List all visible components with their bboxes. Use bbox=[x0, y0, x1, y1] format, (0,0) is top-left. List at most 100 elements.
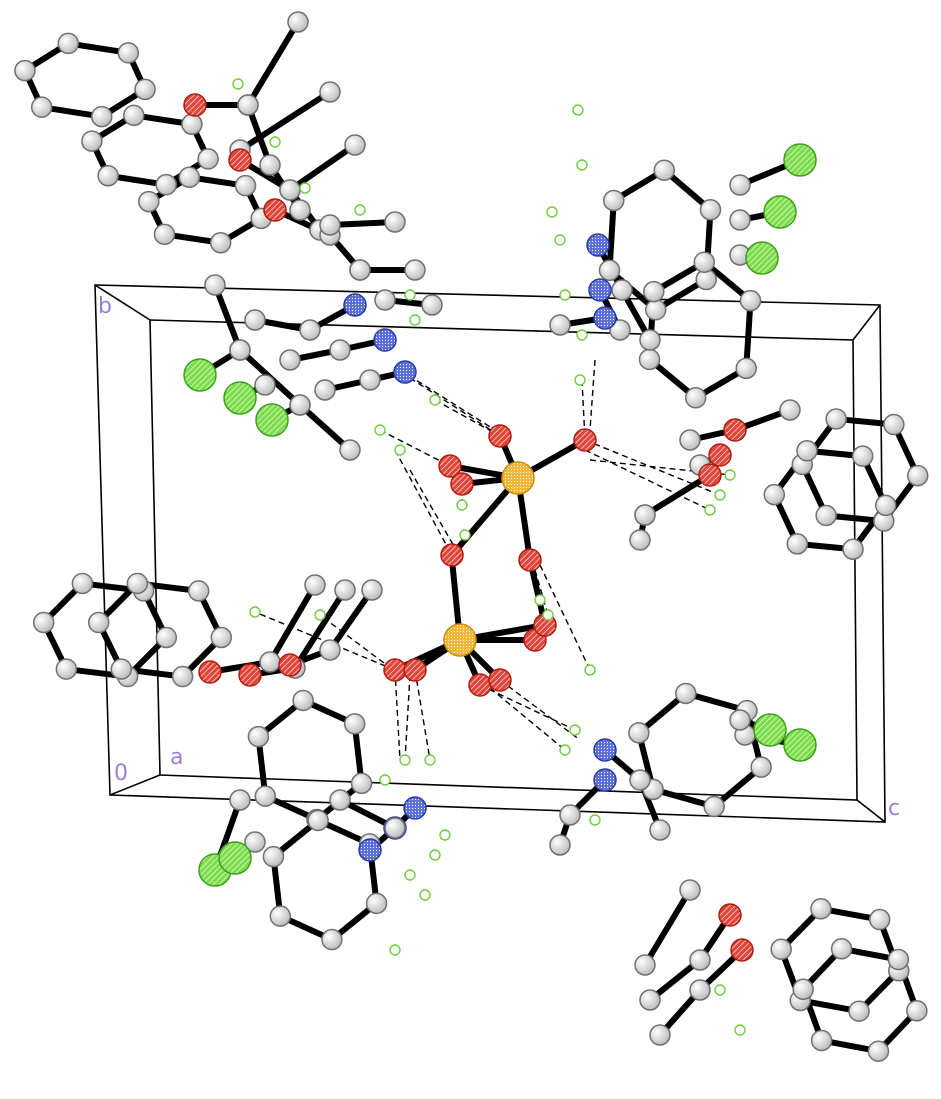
carbon-atom bbox=[349, 259, 371, 281]
oxygen-atom bbox=[263, 198, 287, 222]
hydrogen-atom bbox=[374, 424, 386, 436]
sulfur-atom bbox=[443, 623, 477, 657]
carbon-atom bbox=[729, 174, 751, 196]
chlorine-atom bbox=[783, 728, 817, 762]
carbon-atom bbox=[609, 319, 631, 341]
carbon-atom bbox=[735, 357, 757, 380]
hydrogen-atom bbox=[429, 849, 441, 861]
hydrogen-bond bbox=[319, 614, 401, 676]
axis-labels: b 0 a c bbox=[98, 294, 900, 821]
carbon-atom bbox=[254, 374, 276, 396]
carbon-atom bbox=[729, 209, 751, 231]
carbon-atom bbox=[234, 174, 257, 197]
carbon-atom bbox=[598, 259, 621, 282]
carbon-atom bbox=[314, 379, 336, 401]
carbon-atom bbox=[339, 439, 361, 461]
nitrogen-atom bbox=[593, 306, 617, 330]
hydrogen-atom bbox=[724, 469, 736, 481]
carbon-atom bbox=[187, 580, 210, 602]
unit-cell-edge-tl bbox=[94, 284, 151, 321]
hydrogen-bond bbox=[404, 674, 411, 761]
chlorine-atom bbox=[753, 713, 787, 747]
carbon-atom bbox=[848, 1000, 870, 1022]
carbon-atom bbox=[868, 908, 891, 931]
hydrogen-atom bbox=[389, 944, 401, 956]
carbon-atom bbox=[153, 223, 176, 246]
carbon-atom bbox=[299, 319, 321, 341]
unit-cell-edge-br bbox=[856, 799, 886, 823]
carbon-atom bbox=[329, 789, 351, 811]
hydrogen-atom bbox=[249, 606, 261, 618]
carbon-atom bbox=[559, 804, 581, 826]
chain-bond bbox=[287, 142, 358, 193]
chlorine-atom bbox=[223, 381, 257, 415]
oxygen-atom bbox=[573, 428, 597, 452]
carbon-atom bbox=[126, 572, 149, 595]
carbon-atom bbox=[138, 190, 160, 213]
carbon-atom bbox=[14, 59, 36, 82]
chain-bond bbox=[237, 89, 333, 153]
hydrogen-atom bbox=[429, 394, 441, 406]
carbon-atom bbox=[262, 845, 285, 868]
sulfur-atom bbox=[501, 461, 535, 495]
ring-bond bbox=[606, 197, 617, 274]
oxygen-atom bbox=[403, 658, 427, 682]
carbon-atom bbox=[209, 231, 232, 254]
hydrogen-bond bbox=[409, 469, 456, 549]
hydrogen-atom bbox=[714, 984, 726, 996]
carbon-atom bbox=[786, 533, 809, 555]
carbon-atom bbox=[815, 504, 837, 527]
carbon-atom bbox=[344, 134, 366, 156]
carbon-atom bbox=[292, 689, 314, 712]
carbon-atom bbox=[329, 339, 351, 361]
carbon-atom bbox=[638, 348, 661, 371]
carbon-atom bbox=[181, 113, 203, 135]
oxygen-atom bbox=[228, 148, 252, 172]
hydrogen-atom bbox=[404, 289, 416, 301]
carbon-atom bbox=[289, 199, 311, 221]
hydrogen-atom bbox=[379, 774, 391, 786]
nitrogen-atom bbox=[393, 360, 417, 384]
hydrogen-bond bbox=[584, 449, 711, 511]
carbon-atom bbox=[259, 651, 281, 673]
chain-bond bbox=[267, 582, 318, 665]
carbon-atom bbox=[906, 464, 929, 487]
oxygen-atom bbox=[238, 663, 262, 687]
oxygen-atom bbox=[383, 658, 407, 682]
oxygen-atom bbox=[723, 418, 747, 442]
nitrogen-atom bbox=[588, 278, 612, 302]
carbon-atom bbox=[421, 294, 443, 316]
carbon-atom bbox=[792, 978, 814, 1001]
hydrogen-atom bbox=[459, 529, 471, 541]
carbon-atom bbox=[689, 949, 711, 971]
carbon-atom bbox=[639, 329, 661, 351]
carbon-atom bbox=[549, 314, 571, 336]
carbon-atom bbox=[81, 130, 103, 152]
carbon-atom bbox=[883, 413, 905, 436]
carbon-atom bbox=[867, 1040, 890, 1062]
carbon-atom bbox=[359, 369, 381, 391]
carbon-atom bbox=[825, 408, 847, 430]
carbon-atom bbox=[763, 483, 786, 506]
chlorine-atom bbox=[255, 403, 289, 437]
carbon-atom bbox=[796, 440, 818, 462]
carbon-atom bbox=[629, 529, 651, 551]
carbon-atom bbox=[134, 78, 156, 101]
carbon-atom bbox=[319, 639, 341, 661]
carbon-atom bbox=[361, 579, 383, 601]
hydrogen-atom bbox=[394, 444, 406, 456]
carbon-atom bbox=[155, 173, 177, 196]
carbon-atom bbox=[770, 938, 792, 961]
carbon-atom bbox=[729, 709, 751, 731]
carbon-atom bbox=[30, 96, 53, 118]
carbon-atom bbox=[628, 722, 650, 744]
atoms bbox=[14, 11, 929, 1062]
oxygen-atom bbox=[718, 903, 742, 927]
carbon-atom bbox=[874, 494, 897, 517]
hydrogen-atom bbox=[546, 206, 558, 218]
hydrogen-atom bbox=[704, 504, 716, 516]
oxygen-atom bbox=[440, 543, 464, 567]
oxygen-atom bbox=[438, 454, 462, 478]
carbon-atom bbox=[87, 611, 110, 634]
